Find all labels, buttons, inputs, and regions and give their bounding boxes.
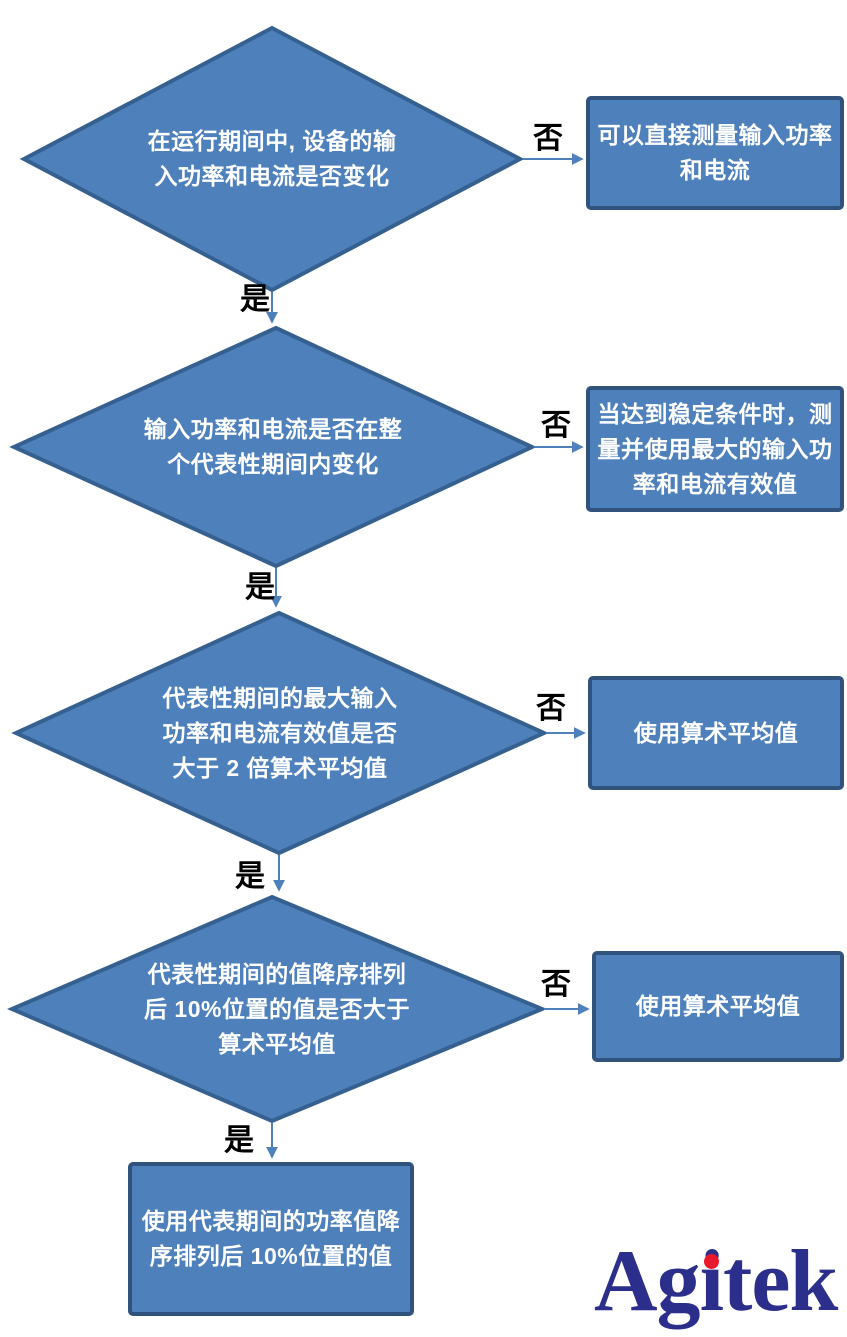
result-box-4 — [592, 951, 844, 1062]
logo-letter-i-glyph: i — [699, 1233, 724, 1330]
decision-diamond-4 — [6, 894, 548, 1124]
branch-label-yes-2: 是 — [245, 571, 275, 604]
result-box-2 — [586, 386, 844, 512]
branch-label-yes-4: 是 — [224, 1124, 254, 1157]
result-box-3 — [588, 676, 844, 790]
logo-text-tek: tek — [723, 1233, 838, 1330]
branch-label-no-3: 否 — [536, 692, 566, 725]
logo-red-dot-icon — [703, 1254, 719, 1269]
logo-letter-i: i — [700, 1238, 724, 1326]
final-result-box — [128, 1162, 414, 1316]
branch-label-no-1: 否 — [533, 122, 563, 155]
decision-diamond-1 — [19, 25, 525, 293]
logo-text-ag: Ag — [594, 1233, 701, 1330]
decision-diamond-2 — [9, 325, 537, 569]
branch-label-no-2: 否 — [541, 409, 571, 442]
result-box-1 — [586, 96, 844, 210]
branch-label-yes-3: 是 — [235, 860, 265, 893]
branch-label-yes-1: 是 — [240, 283, 270, 316]
decision-diamond-3 — [11, 610, 549, 856]
branch-label-no-4: 否 — [541, 968, 571, 1001]
